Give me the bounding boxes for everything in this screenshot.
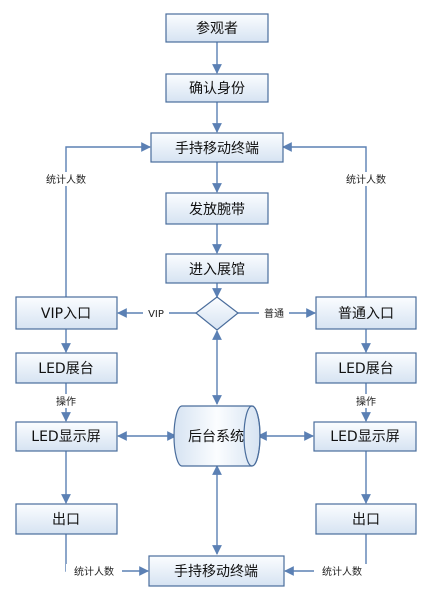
label-vip: VIP [148,309,164,320]
label-count-top-left: 统计人数 [46,173,86,186]
node-exit-left [15,503,118,535]
node-issue-wristband [165,192,269,225]
node-handheld-bottom [148,555,285,587]
label-normal: 普通 [264,307,284,320]
node-enter-hall-label: 进入展馆 [189,262,245,278]
label-operate-left: 操作 [56,395,76,408]
node-handheld-bottom-label: 手持移动终端 [174,564,258,580]
node-led-stage-right [315,352,417,384]
node-led-screen-right-label: LED显示屏 [330,429,399,445]
node-enter-hall [165,253,269,284]
node-vip-entrance [15,296,118,330]
node-handheld-top [150,132,284,163]
node-normal-entrance-label: 普通入口 [338,306,394,322]
label-count-top-right: 统计人数 [346,173,386,186]
node-led-screen-right [313,421,417,452]
node-exit-right-label: 出口 [352,512,380,528]
label-count-bottom-left: 统计人数 [74,565,114,578]
label-operate-right: 操作 [356,395,376,408]
node-visitor-label: 参观者 [196,20,238,37]
label-count-bottom-right: 统计人数 [322,565,362,578]
node-verify-identity [165,73,269,103]
node-exit-left-label: 出口 [52,512,80,528]
node-backend-system-label: 后台系统 [188,429,244,445]
node-issue-wristband-label: 发放腕带 [189,202,245,218]
nodes: 参观者 确认身份 手持移动终端 发放腕带 进入展馆 VIP入口 普通入口 LED… [15,13,417,587]
decision-diamond [195,296,239,331]
node-vip-entrance-label: VIP入口 [41,306,91,322]
edge-vip-to-handheld-top [65,142,151,297]
node-backend-system: 后台系统 [173,405,261,467]
node-verify-identity-label: 确认身份 [189,81,245,97]
node-led-screen-left-label: LED显示屏 [31,429,100,445]
node-handheld-top-label: 手持移动终端 [175,141,259,157]
node-led-stage-right-label: LED展台 [338,361,393,377]
node-led-stage-left [15,352,118,384]
node-led-stage-left-label: LED展台 [38,361,93,377]
node-exit-right [315,503,417,535]
edge-labels: 统计人数 统计人数 VIP 普通 操作 操作 统计人数 统计人数 [38,172,394,578]
node-led-screen-left [15,421,118,452]
node-normal-entrance [315,296,417,330]
edge-normal-to-handheld-top [282,142,367,297]
node-visitor [165,13,269,43]
